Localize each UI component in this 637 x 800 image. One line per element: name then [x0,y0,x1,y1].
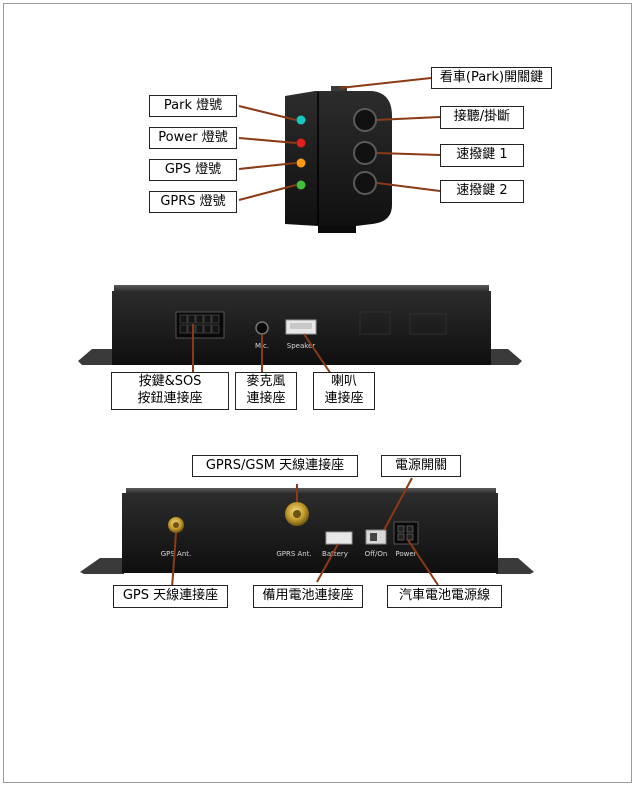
front-panel-device: GPS Ant. GPRS Ant. Battery Off/On Power [80,488,534,574]
keypad-module [285,86,392,233]
button-sos-connector-label: 按鍵&SOS 按鈕連接座 [111,372,229,410]
answer-hangup-key[interactable] [353,108,377,132]
speaker-connector-label: 喇叭 連接座 [313,372,375,410]
power-led [296,138,306,148]
park-switch-label: 看車(Park)開關鍵 [431,67,552,89]
gprs-ant-text: GPRS Ant. [276,550,311,558]
power-text: Power [395,550,416,558]
speed-dial-1-label: 速撥鍵 1 [440,144,524,167]
mic-connector-label: 麥克風 連接座 [235,372,297,410]
gps-led [296,158,306,168]
car-battery-power-label: 汽車電池電源線 [387,585,502,608]
speaker-port-text: Speaker [287,342,316,350]
speed-dial-2-label: 速撥鍵 2 [440,180,524,203]
gprs-led-label: GPRS 燈號 [149,191,237,213]
power-led-label: Power 燈號 [149,127,237,149]
backup-battery-label: 備用電池連接座 [253,585,363,608]
gprs-gsm-antenna-label: GPRS/GSM 天線連接座 [192,455,358,477]
button-sos-label-line1: 按鍵&SOS [138,374,202,390]
speaker-label-line1: 喇叭 [330,374,357,390]
gps-led-label: GPS 燈號 [149,159,237,181]
speed-dial-2-key[interactable] [353,171,377,195]
mic-label-line2: 連接座 [246,391,286,406]
page-frame [3,3,632,783]
answer-hangup-label: 接聽/掛斷 [440,106,524,129]
leader-lines [171,77,441,589]
speed-dial-1-key[interactable] [353,141,377,165]
park-led [296,115,306,125]
gprs-led [296,180,306,190]
off-on-text: Off/On [365,550,388,558]
speaker-label-line2: 連接座 [324,391,364,406]
rear-panel-device: Mic. Speaker [78,285,522,365]
button-sos-label-line2: 按鈕連接座 [137,391,203,406]
gps-ant-text: GPS Ant. [161,550,192,558]
mic-label-line1: 麥克風 [246,374,286,390]
park-led-label: Park 燈號 [149,95,237,117]
gps-antenna-label: GPS 天線連接座 [113,585,228,608]
power-switch-label: 電源開關 [381,455,461,477]
battery-text: Battery [322,550,348,558]
